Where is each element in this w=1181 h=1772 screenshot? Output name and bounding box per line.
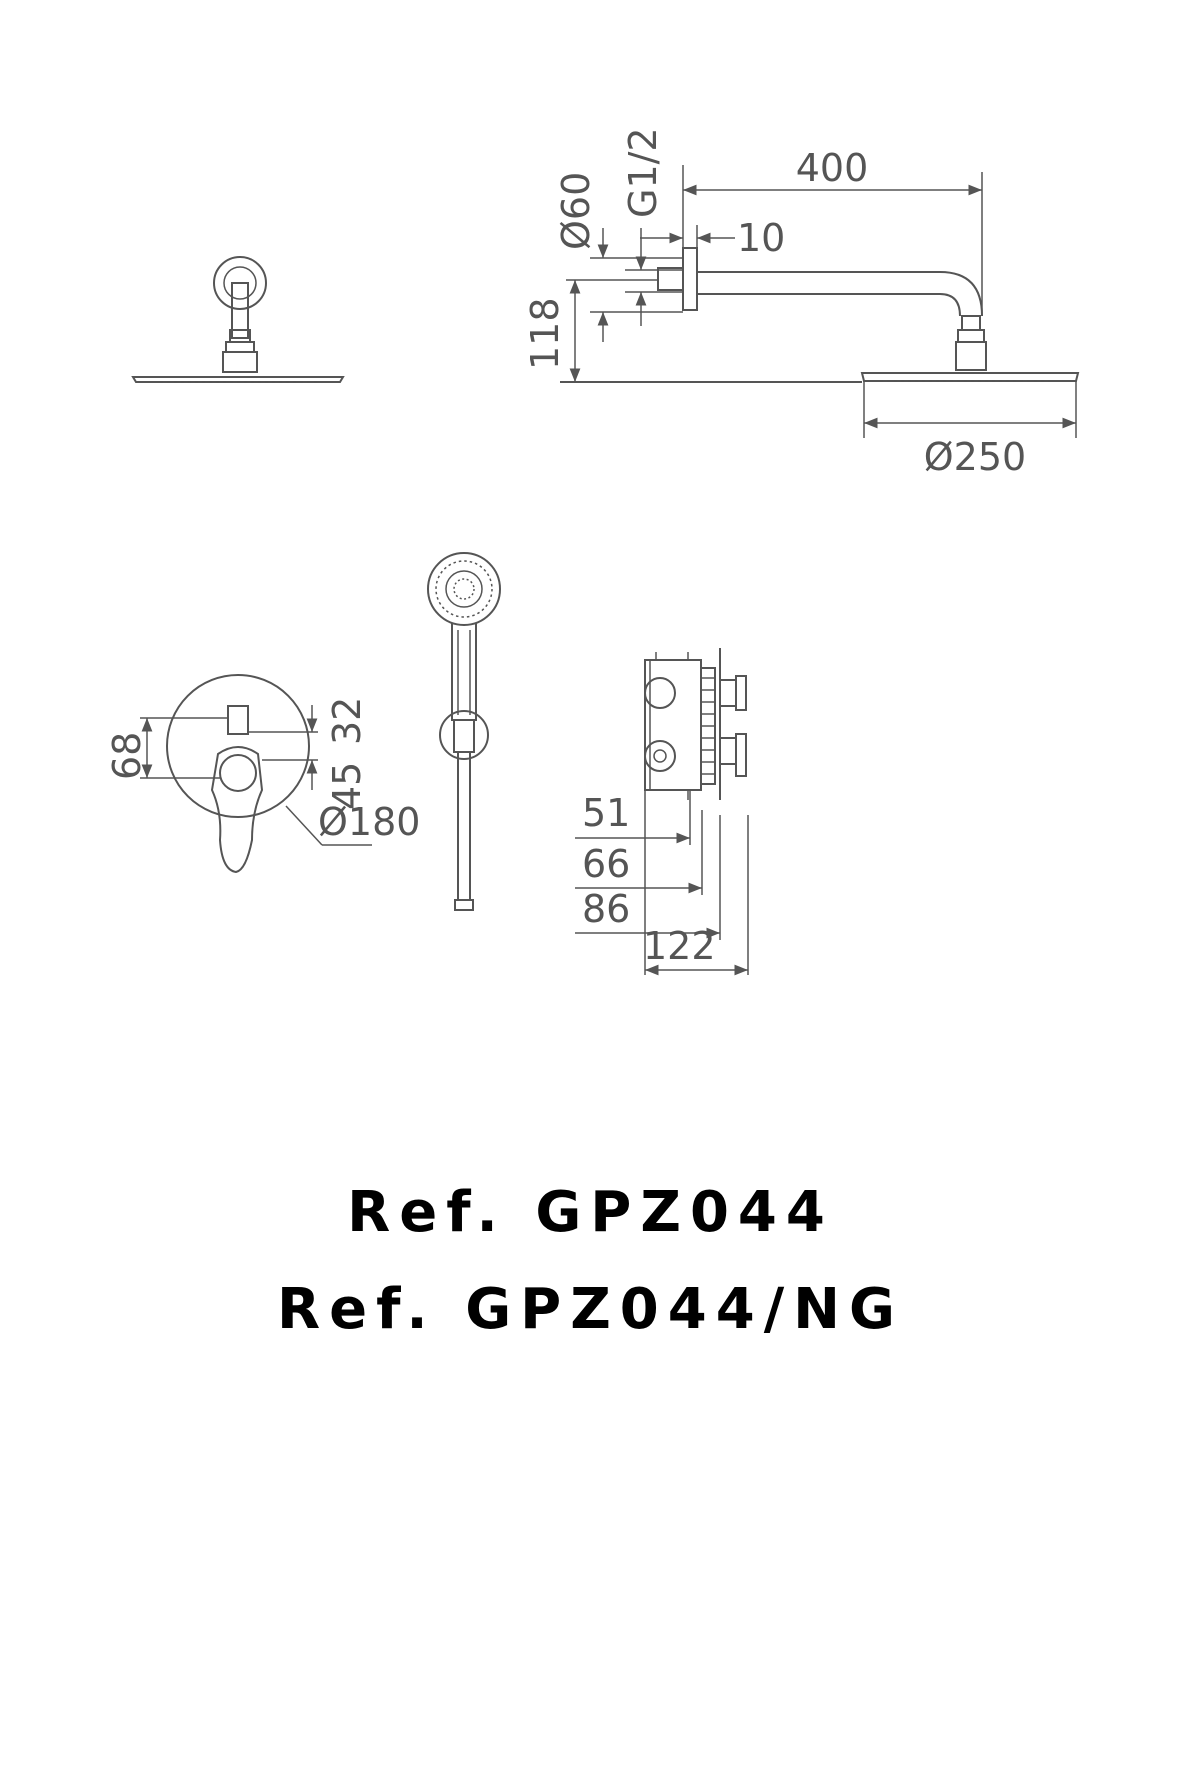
mixer-lower-offset-label: 45 (325, 762, 369, 810)
embedded-box-view (644, 648, 747, 800)
mixer-dimension-lines (140, 705, 372, 846)
mixer-plate-view (166, 674, 310, 874)
hand-shower-view (427, 552, 501, 911)
plate-diameter-label: Ø180 (318, 800, 420, 844)
box-dimension-lines (575, 790, 749, 976)
flange-diameter-label: Ø60 (554, 172, 598, 250)
head-diameter-label: Ø250 (924, 435, 1026, 479)
mixer-upper-offset-label: 32 (325, 697, 369, 745)
reference-code-1: Ref. GPZ044 (347, 1180, 834, 1245)
box-depth-122-label: 122 (643, 924, 716, 968)
arm-length-label: 400 (796, 146, 869, 190)
height-label: 118 (523, 297, 567, 370)
box-depth-66-label: 66 (582, 842, 630, 886)
flange-depth-label: 10 (737, 216, 785, 260)
overhead-shower-front-view (131, 256, 345, 383)
box-depth-51-label: 51 (582, 791, 630, 835)
thread-label: G1/2 (621, 127, 665, 218)
overhead-dimension-lines (566, 165, 1077, 438)
reference-code-2: Ref. GPZ044/NG (277, 1277, 904, 1342)
mixer-height-label: 68 (105, 732, 149, 780)
box-depth-86-label: 86 (582, 887, 630, 931)
overhead-shower-side-view (560, 247, 1080, 383)
